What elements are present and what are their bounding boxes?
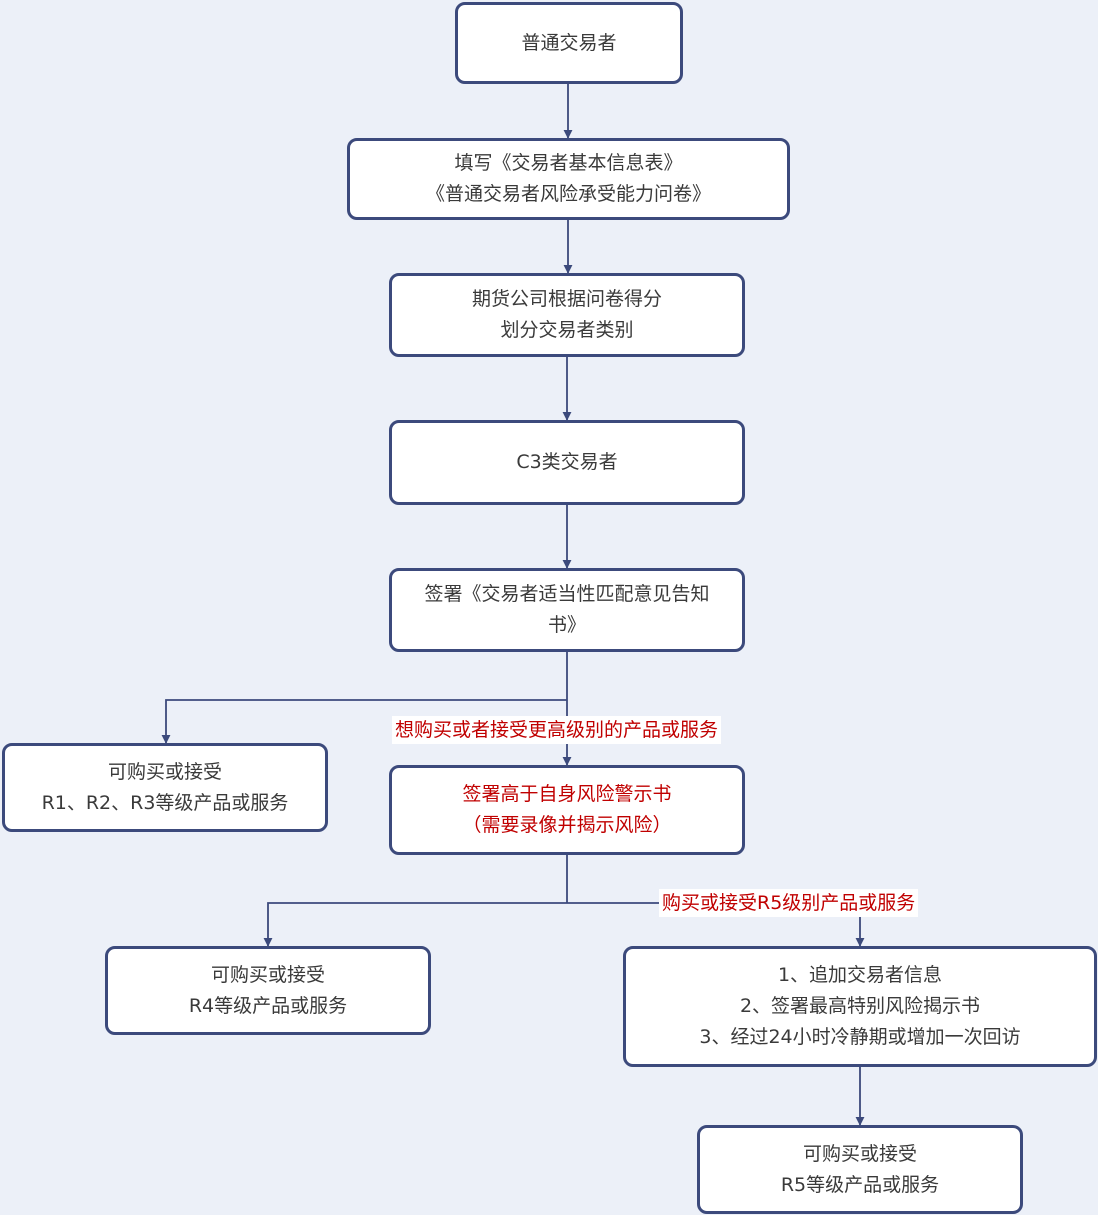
node-text-line: 3、经过24小时冷静期或增加一次回访	[699, 1026, 1021, 1048]
node-text-line: R5等级产品或服务	[780, 1173, 940, 1196]
node-text-line: 普通交易者	[521, 31, 617, 54]
node-text-line: C3类交易者	[516, 451, 618, 473]
node-text-line: 可购买或接受	[802, 1142, 917, 1165]
node-text-line: 填写《交易者基本信息表》	[454, 152, 683, 174]
node-sign-notice: 签署《交易者适当性匹配意见告知 书》	[389, 568, 745, 652]
node-buy-r5: 可购买或接受 R5等级产品或服务	[697, 1125, 1023, 1214]
arrow-to-buy-r4	[263, 902, 567, 947]
edge-label-r5-level: 购买或接受R5级别产品或服务	[659, 889, 919, 917]
node-text-line: 签署《交易者适当性匹配意见告知	[424, 583, 710, 605]
arrow-to-buy-r1-r3	[161, 699, 567, 744]
node-buy-r4: 可购买或接受 R4等级产品或服务	[105, 946, 431, 1035]
node-text-line: （需要录像并揭示风险）	[462, 814, 672, 836]
node-text-line: 1、追加交易者信息	[777, 964, 943, 986]
node-sign-warning: 签署高于自身风险警示书 （需要录像并揭示风险）	[389, 765, 745, 855]
node-text-line: 书》	[547, 614, 586, 636]
node-text-line: R4等级产品或服务	[188, 994, 348, 1017]
node-text-line: 划分交易者类别	[500, 319, 634, 341]
node-start: 普通交易者	[455, 2, 683, 84]
node-text-line: 签署高于自身风险警示书	[462, 783, 672, 805]
node-text-line: 《普通交易者风险承受能力问卷》	[425, 183, 711, 205]
node-text-line: 2、签署最高特别风险揭示书	[739, 995, 981, 1017]
node-r5-steps: 1、追加交易者信息 2、签署最高特别风险揭示书 3、经过24小时冷静期或增加一次…	[623, 946, 1097, 1067]
node-text-line: R1、R2、R3等级产品或服务	[41, 791, 289, 814]
node-text-line: 可购买或接受	[107, 760, 222, 783]
node-classify: 期货公司根据问卷得分 划分交易者类别	[389, 273, 745, 357]
node-buy-r1-r3: 可购买或接受 R1、R2、R3等级产品或服务	[2, 743, 328, 832]
node-fill-forms: 填写《交易者基本信息表》 《普通交易者风险承受能力问卷》	[347, 138, 790, 220]
node-text-line: 期货公司根据问卷得分	[471, 288, 662, 310]
node-c3-trader: C3类交易者	[389, 420, 745, 505]
edge-label-higher-level: 想购买或者接受更高级别的产品或服务	[392, 716, 722, 744]
node-text-line: 可购买或接受	[210, 963, 325, 986]
